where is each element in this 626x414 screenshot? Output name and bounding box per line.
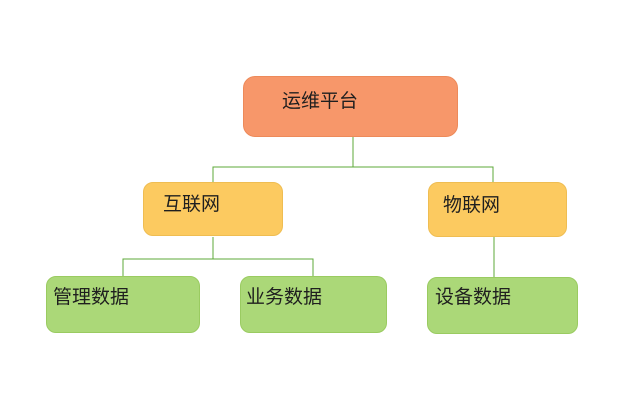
node-label-internet: 互联网 (163, 194, 221, 215)
node-label-business-data: 业务数据 (246, 287, 323, 308)
node-label-ops-platform: 运维平台 (282, 91, 359, 112)
connector-root-to-internet (212, 137, 354, 182)
node-label-device-data: 设备数据 (435, 287, 512, 308)
connector-internet-to-management-data (122, 237, 214, 276)
tree-node-management-data: 管理数据 (46, 276, 200, 333)
tree-node-iot: 物联网 (428, 182, 567, 237)
tree-node-device-data: 设备数据 (427, 277, 578, 334)
node-label-iot: 物联网 (443, 195, 501, 216)
connector-internet-to-business-data (212, 237, 314, 276)
tree-node-business-data: 业务数据 (240, 276, 387, 333)
tree-node-internet: 互联网 (143, 182, 283, 236)
connector-root-to-iot (352, 137, 494, 182)
tree-node-ops-platform: 运维平台 (243, 76, 458, 137)
node-label-management-data: 管理数据 (53, 287, 130, 308)
